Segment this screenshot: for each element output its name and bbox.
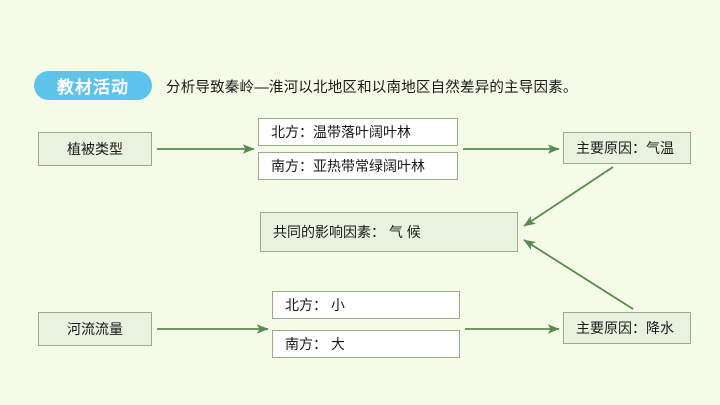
node-vegetation-south[interactable]: 南方：亚热带常绿阔叶林 [258, 152, 458, 180]
node-cause-temperature[interactable]: 主要原因：气温 [563, 132, 691, 164]
node-river-flow[interactable]: 河流流量 [38, 312, 152, 346]
node-cause-precipitation[interactable]: 主要原因：降水 [563, 312, 691, 344]
arrow-temperature-to-common [523, 166, 614, 227]
node-vegetation-north[interactable]: 北方：温带落叶阔叶林 [258, 118, 458, 146]
node-vegetation-type[interactable]: 植被类型 [38, 132, 152, 166]
node-common-factor[interactable]: 共同的影响因素： 气 候 [260, 212, 518, 252]
node-flow-south[interactable]: 南方： 大 [272, 330, 460, 358]
arrow-precipitation-to-common [523, 239, 634, 310]
node-flow-north[interactable]: 北方： 小 [272, 291, 460, 319]
activity-badge: 教材活动 [34, 71, 152, 100]
activity-subtitle: 分析导致秦岭—淮河以北地区和以南地区自然差异的主导因素。 [166, 80, 578, 96]
